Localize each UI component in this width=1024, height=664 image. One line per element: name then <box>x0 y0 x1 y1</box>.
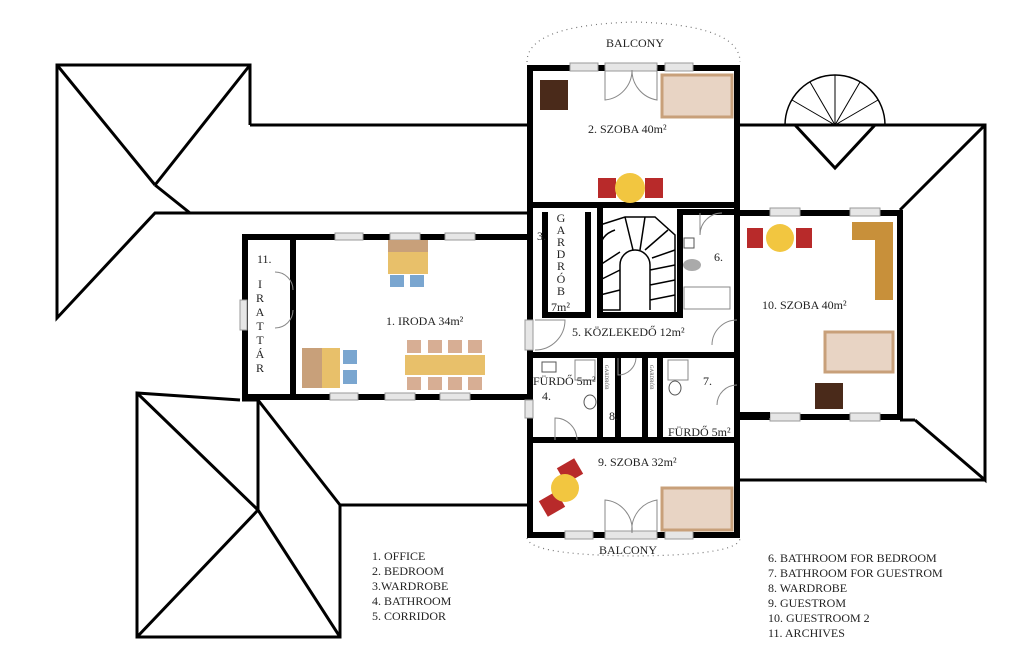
svg-text:8. WARDROBE: 8. WARDROBE <box>768 581 847 595</box>
svg-text:5. CORRIDOR: 5. CORRIDOR <box>372 609 446 623</box>
wardrobe-vertical-label: G A R D R Ó B <box>557 211 566 298</box>
room-archives-number: 11. <box>257 252 272 266</box>
room-bathroom7-area: FÜRDŐ 5m² <box>668 425 731 439</box>
room-guestroom2-label: 10. SZOBA 40m² <box>762 298 847 312</box>
svg-text:D: D <box>557 247 566 261</box>
room-wardrobe-area: 7m² <box>551 300 570 314</box>
balcony-bottom-outline <box>526 537 741 557</box>
svg-text:I: I <box>258 277 262 291</box>
room-corridor-label: 5. KÖZLEKEDŐ 12m² <box>572 325 685 339</box>
svg-text:7. BATHROOM FOR GUESTROM: 7. BATHROOM FOR GUESTROM <box>768 566 943 580</box>
svg-text:11. ARCHIVES: 11. ARCHIVES <box>768 626 845 640</box>
windows <box>239 62 881 540</box>
legend-right: 6. BATHROOM FOR BEDROOM 7. BATHROOM FOR … <box>768 551 943 640</box>
legend-left: 1. OFFICE 2. BEDROOM 3.WARDROBE 4. BATHR… <box>372 549 452 623</box>
svg-text:R: R <box>256 291 264 305</box>
svg-text:6. BATHROOM FOR BEDROOM: 6. BATHROOM FOR BEDROOM <box>768 551 937 565</box>
wardrobe8-small-label: GARDRÓB <box>603 365 609 390</box>
svg-text:T: T <box>256 333 264 347</box>
archives-vertical-label: I R A T T Á R <box>256 277 265 375</box>
svg-text:1. OFFICE: 1. OFFICE <box>372 549 425 563</box>
room-bedroom-label: 2. SZOBA 40m² <box>588 122 667 136</box>
room-wardrobe8-number: 8. <box>609 409 618 423</box>
room-office-label: 1. IRODA 34m² <box>386 314 464 328</box>
wardrobe7-small-label: GARDRÓB <box>648 365 654 390</box>
room-wardrobe-number: 3. <box>537 229 546 243</box>
svg-text:A: A <box>256 305 265 319</box>
staircase <box>599 216 676 315</box>
room-bathroom4-number: 4. <box>542 389 551 403</box>
svg-text:4. BATHROOM: 4. BATHROOM <box>372 594 452 608</box>
svg-text:2. BEDROOM: 2. BEDROOM <box>372 564 444 578</box>
svg-text:R: R <box>557 259 565 273</box>
roof-left <box>55 63 527 322</box>
svg-text:R: R <box>256 361 264 375</box>
balcony-bottom-label: BALCONY <box>599 543 657 557</box>
svg-text:Á: Á <box>256 347 265 361</box>
svg-text:9. GUESTROM: 9. GUESTROM <box>768 596 846 610</box>
balcony-top-label: BALCONY <box>606 36 664 50</box>
furniture <box>302 73 895 532</box>
svg-text:G: G <box>557 211 566 225</box>
svg-text:A: A <box>557 223 566 237</box>
svg-text:Ó: Ó <box>557 272 566 286</box>
roof-bottom-left <box>135 391 527 639</box>
room-bathroom6-label: 6. <box>714 250 723 264</box>
room-guestroom-label: 9. SZOBA 32m² <box>598 455 677 469</box>
svg-text:R: R <box>557 235 565 249</box>
doors <box>274 68 770 535</box>
svg-text:10. GUESTROOM 2: 10. GUESTROOM 2 <box>768 611 870 625</box>
room-bathroom4-area: FÜRDŐ 5m² <box>533 374 596 388</box>
svg-text:T: T <box>256 319 264 333</box>
svg-text:3.WARDROBE: 3.WARDROBE <box>372 579 448 593</box>
svg-text:B: B <box>557 284 565 298</box>
room-bathroom7-number: 7. <box>703 374 712 388</box>
